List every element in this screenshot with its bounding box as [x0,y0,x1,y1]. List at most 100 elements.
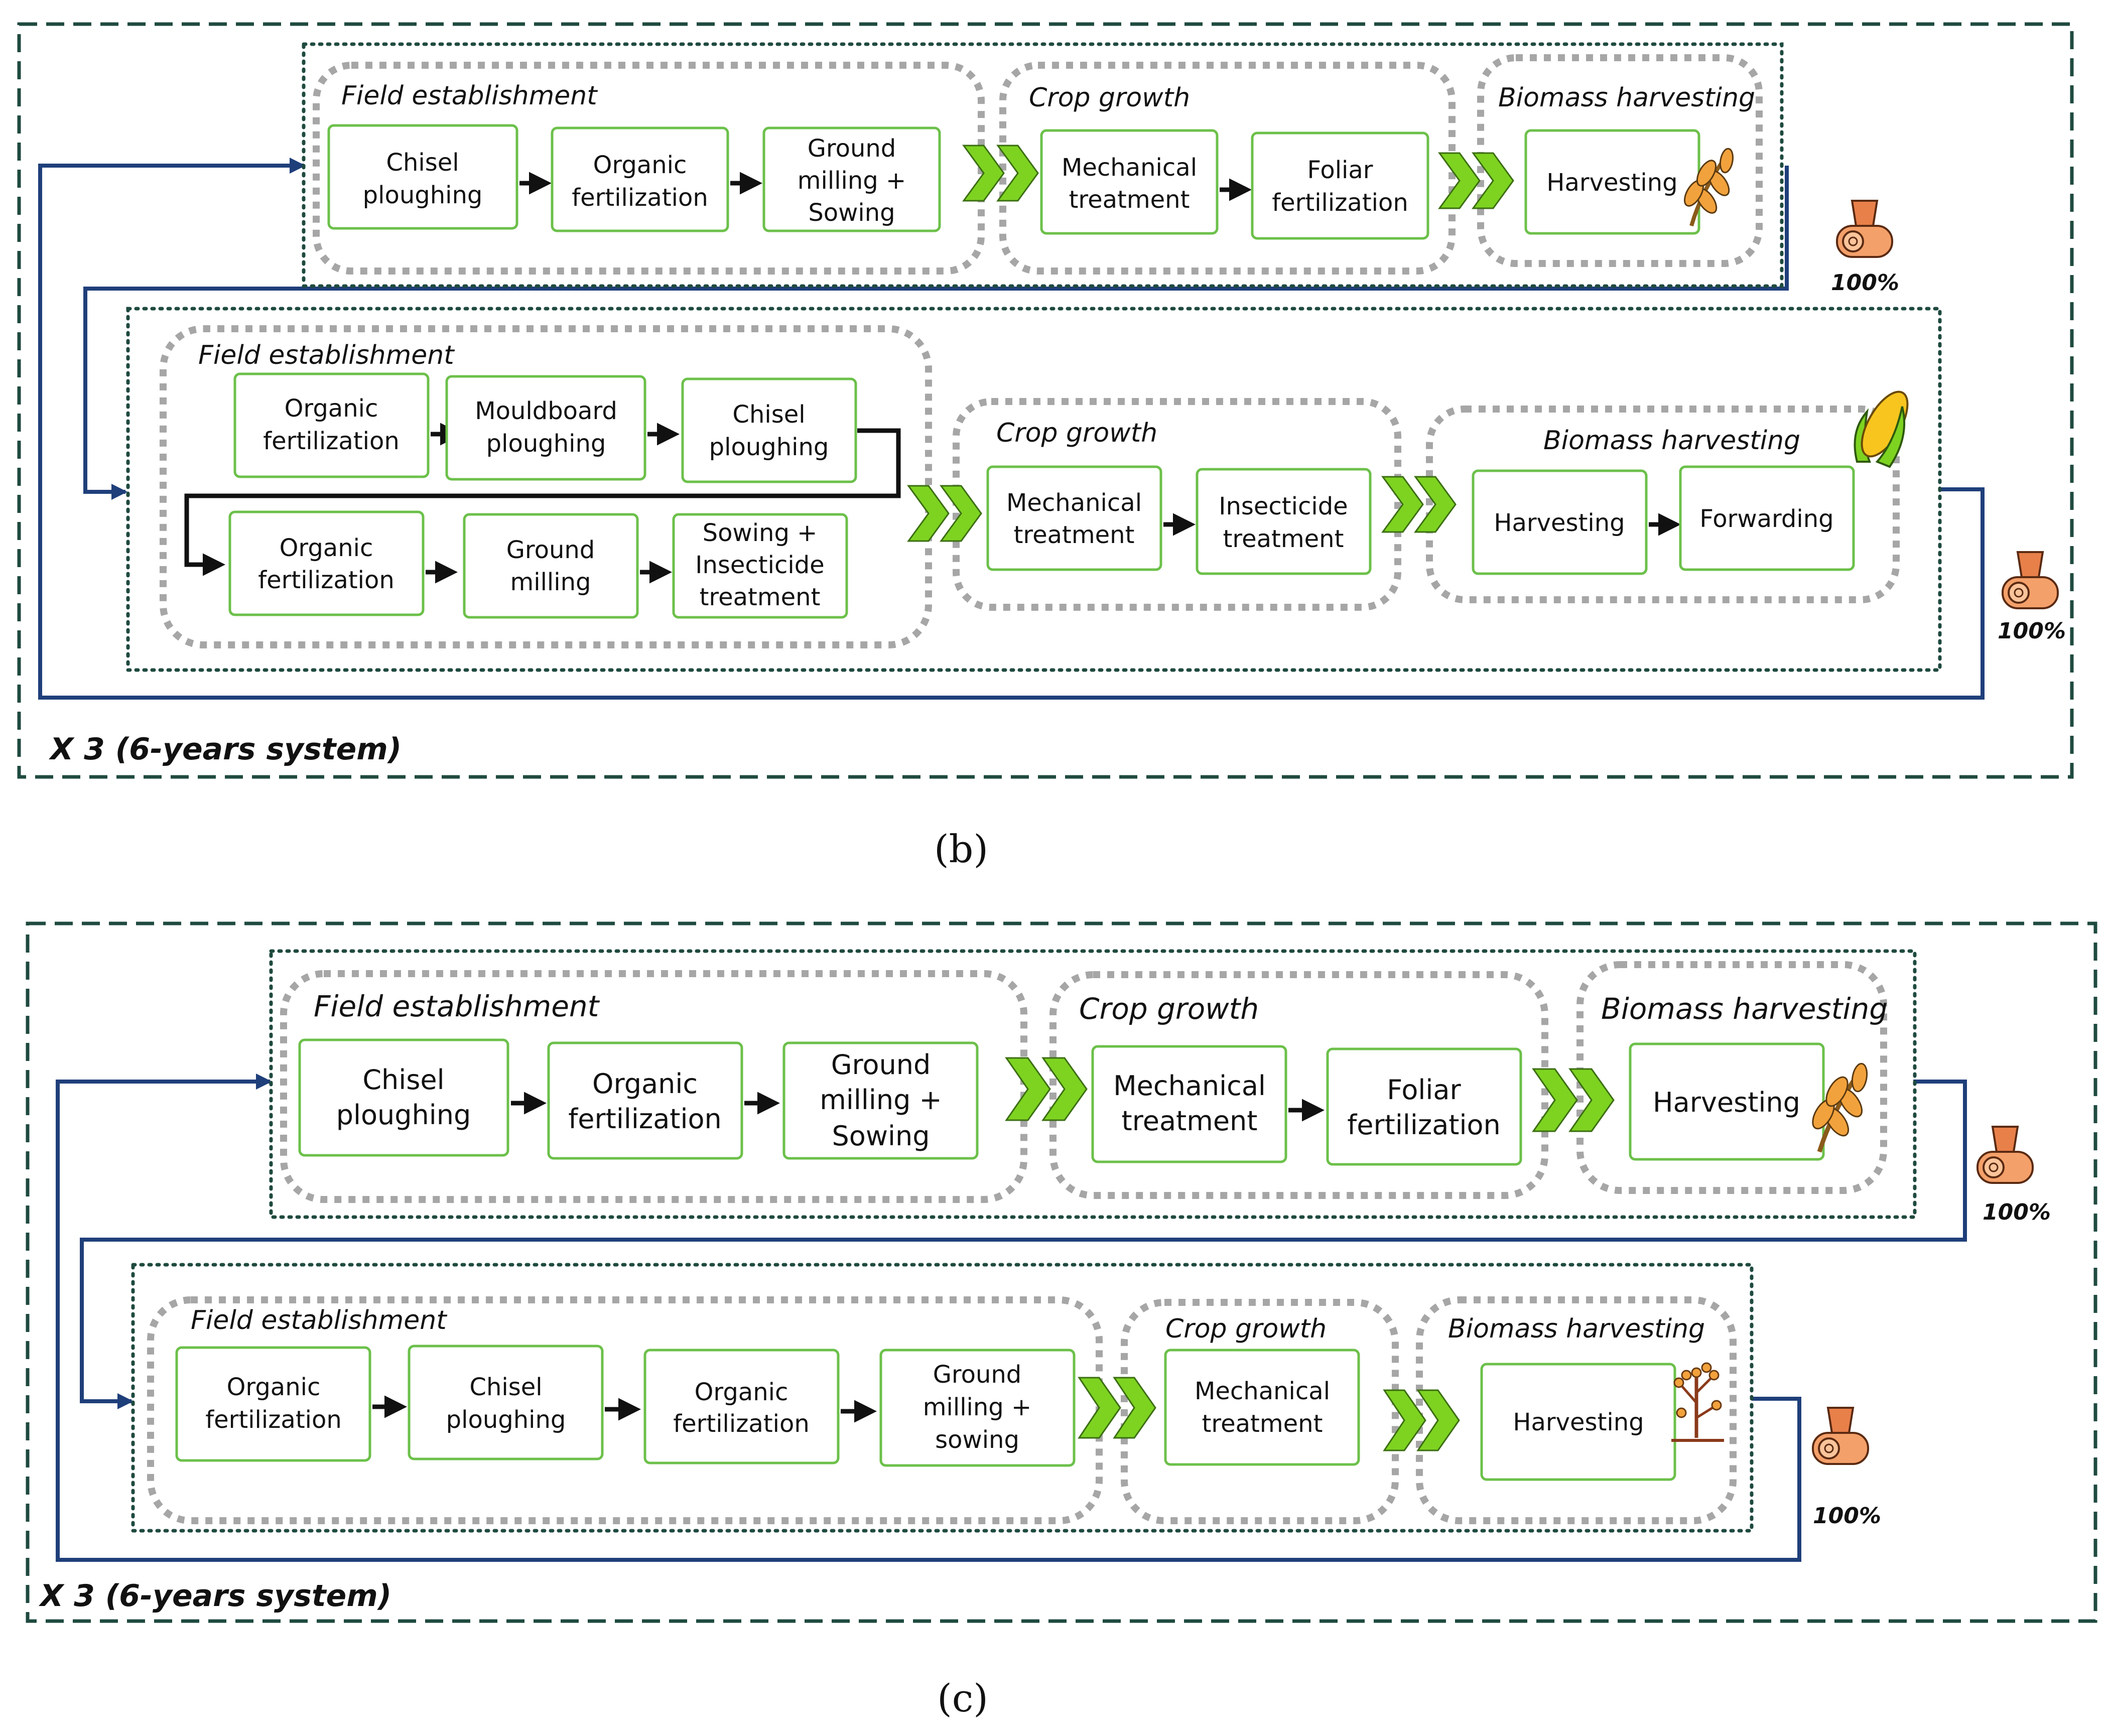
panel-c-crop2-biomass-title: Biomass harvesting [1448,1314,1705,1344]
panel-b-row-connector [184,428,901,576]
svg-text:Ground: Ground [808,135,896,163]
panel-b-cycle-label: X 3 (6-years system) [48,732,402,767]
svg-text:ploughing: ploughing [446,1406,566,1434]
svg-text:fertilization: fertilization [205,1406,342,1434]
panel-c-crop1-crop-growth-title: Crop growth [1079,992,1259,1026]
svg-text:Harvesting: Harvesting [1653,1087,1800,1118]
panel-c-crop1-crop-growth-group [1049,971,1548,1199]
panel-c-crop1-field-establishment-group [280,970,1027,1203]
panel-c-crop2-field-establishment-title: Field establishment [191,1305,447,1336]
bale-icon [1976,1126,2034,1184]
svg-text:Sowing: Sowing [808,199,895,227]
svg-text:Foliar: Foliar [1307,156,1373,184]
svg-text:ploughing: ploughing [486,430,606,458]
svg-text:milling +: milling + [798,167,906,195]
panel-c-crop1-biomass-group [1576,961,1887,1194]
panel-b-crop2-step-forwarding: Forwarding [1679,465,1855,571]
svg-text:ploughing: ploughing [336,1099,471,1131]
svg-text:Sowing +: Sowing + [703,519,818,547]
svg-text:Chisel: Chisel [469,1373,542,1401]
panel-b-chevron-double [1381,476,1457,533]
panel-b-crop1-biomass-group [1477,54,1763,267]
panel-b-loop-line [83,166,1789,500]
panel-b-crop1-step-harvesting: Harvesting [1524,129,1700,235]
rapeseed-icon [1671,1362,1724,1442]
svg-text:treatment: treatment [1202,1410,1323,1438]
svg-text:Mouldboard: Mouldboard [475,397,617,425]
svg-text:treatment: treatment [1223,525,1344,553]
svg-text:Forwarding: Forwarding [1699,505,1833,533]
panel-b-crop2-frame [126,307,1942,672]
panel-c-crop2-step-harvesting: Harvesting [1480,1363,1676,1481]
panel-b-crop1-crop-growth-group [999,62,1456,275]
panel-c-crop2-step-mechanical-treatment: Mechanical treatment [1164,1349,1360,1466]
svg-text:milling +: milling + [923,1393,1031,1421]
panel-c-chevron-double [1005,1057,1088,1121]
panel-c-crop1-field-establishment-title: Field establishment [314,989,600,1023]
svg-text:fertilization: fertilization [568,1103,722,1135]
panel-b-crop1-crop-growth-title: Crop growth [1029,83,1190,113]
panel-c-crop2-output-percent: 100% [1813,1503,1881,1529]
panel-c-crop1-step-foliar-fertilization: Foliar fertilization [1326,1047,1522,1166]
svg-text:milling: milling [510,568,591,596]
svg-text:Sowing: Sowing [832,1120,930,1152]
svg-text:fertilization: fertilization [1347,1109,1501,1141]
svg-text:treatment: treatment [1069,186,1190,214]
bale-icon [1812,1407,1869,1465]
panel-c-crop1-step-mechanical-treatment: Mechanical treatment [1091,1045,1287,1163]
svg-text:fertilization: fertilization [673,1410,810,1438]
panel-c-crop2-crop-growth-title: Crop growth [1165,1314,1327,1344]
svg-text:Organic: Organic [285,394,378,423]
panel-c-cycle-label: X 3 (6-years system) [38,1578,391,1614]
panel-b-chevron-double [1438,152,1514,209]
panel-b-crop2-step-ground-milling: Ground milling [463,513,639,619]
svg-text:Chisel: Chisel [732,400,805,429]
panel-c-loop-return [56,1074,1801,1562]
panel-b-crop1-biomass-title: Biomass harvesting [1498,83,1755,113]
panel-c-crop2-frame [131,1263,1754,1533]
panel-b-crop1-step-organic-fertilization: Organic fertilization [551,126,729,232]
panel-c-crop2-step-organic-fertilization-2: Organic fertilization [643,1349,840,1464]
svg-text:Harvesting: Harvesting [1513,1408,1644,1436]
wheat-icon [1812,1062,1868,1153]
svg-text:Harvesting: Harvesting [1546,169,1677,197]
svg-text:Organic: Organic [592,1068,698,1100]
panel-c-crop1-step-chisel-ploughing: Chisel ploughing [298,1038,509,1157]
panel-b-crop1-step-chisel-ploughing: Chisel ploughing [327,124,518,230]
panel-b-crop2-biomass-title: Biomass harvesting [1543,426,1800,456]
panel-c-crop2-step-ground-milling-sowing: Ground milling + sowing [879,1349,1076,1467]
panel-c-label: (c) [937,1676,988,1720]
svg-text:Ground: Ground [933,1361,1022,1389]
panel-b-label: (b) [934,827,988,871]
svg-text:milling +: milling + [820,1084,942,1116]
svg-text:Chisel: Chisel [362,1064,444,1096]
panel-b-crop1-step-mechanical-treatment: Mechanical treatment [1040,129,1219,235]
panel-c-crop2-biomass-group [1416,1296,1737,1524]
panel-b-outer-frame [17,22,2074,779]
svg-text:ploughing: ploughing [363,181,483,209]
panel-b-chevron-double [962,145,1039,202]
wheat-icon [1683,148,1734,227]
svg-text:treatment: treatment [1014,521,1135,549]
panel-c-chevron-double [1383,1389,1460,1451]
svg-text:Mechanical: Mechanical [1113,1070,1266,1102]
panel-b-crop2-step-sowing-insecticide: Sowing + Insecticide treatment [672,513,848,619]
panel-b-crop2-step-chisel-ploughing: Chisel ploughing [681,377,857,483]
svg-text:fertilization: fertilization [258,566,394,594]
svg-text:sowing: sowing [935,1426,1019,1454]
svg-text:ploughing: ploughing [709,433,829,461]
panel-c-crop1-step-ground-milling-sowing: Ground milling + Sowing [782,1041,979,1160]
panel-b-crop1-output-percent: 100% [1831,270,1899,296]
svg-text:fertilization: fertilization [1272,189,1408,217]
panel-c-chevron-double [1532,1068,1615,1132]
panel-c-chevron-double [1078,1377,1156,1439]
panel-c-outer-frame [26,921,2097,1623]
panel-b-crop2-step-organic-fertilization-2: Organic fertilization [228,510,425,616]
svg-text:Insecticide: Insecticide [1219,492,1348,520]
panel-c-crop2-step-organic-fertilization: Organic fertilization [175,1346,371,1462]
panel-b-crop2-step-insecticide-treatment: Insecticide treatment [1196,468,1372,575]
svg-text:Harvesting: Harvesting [1494,509,1625,537]
svg-text:Mechanical: Mechanical [1062,154,1197,182]
svg-text:treatment: treatment [1122,1105,1258,1137]
